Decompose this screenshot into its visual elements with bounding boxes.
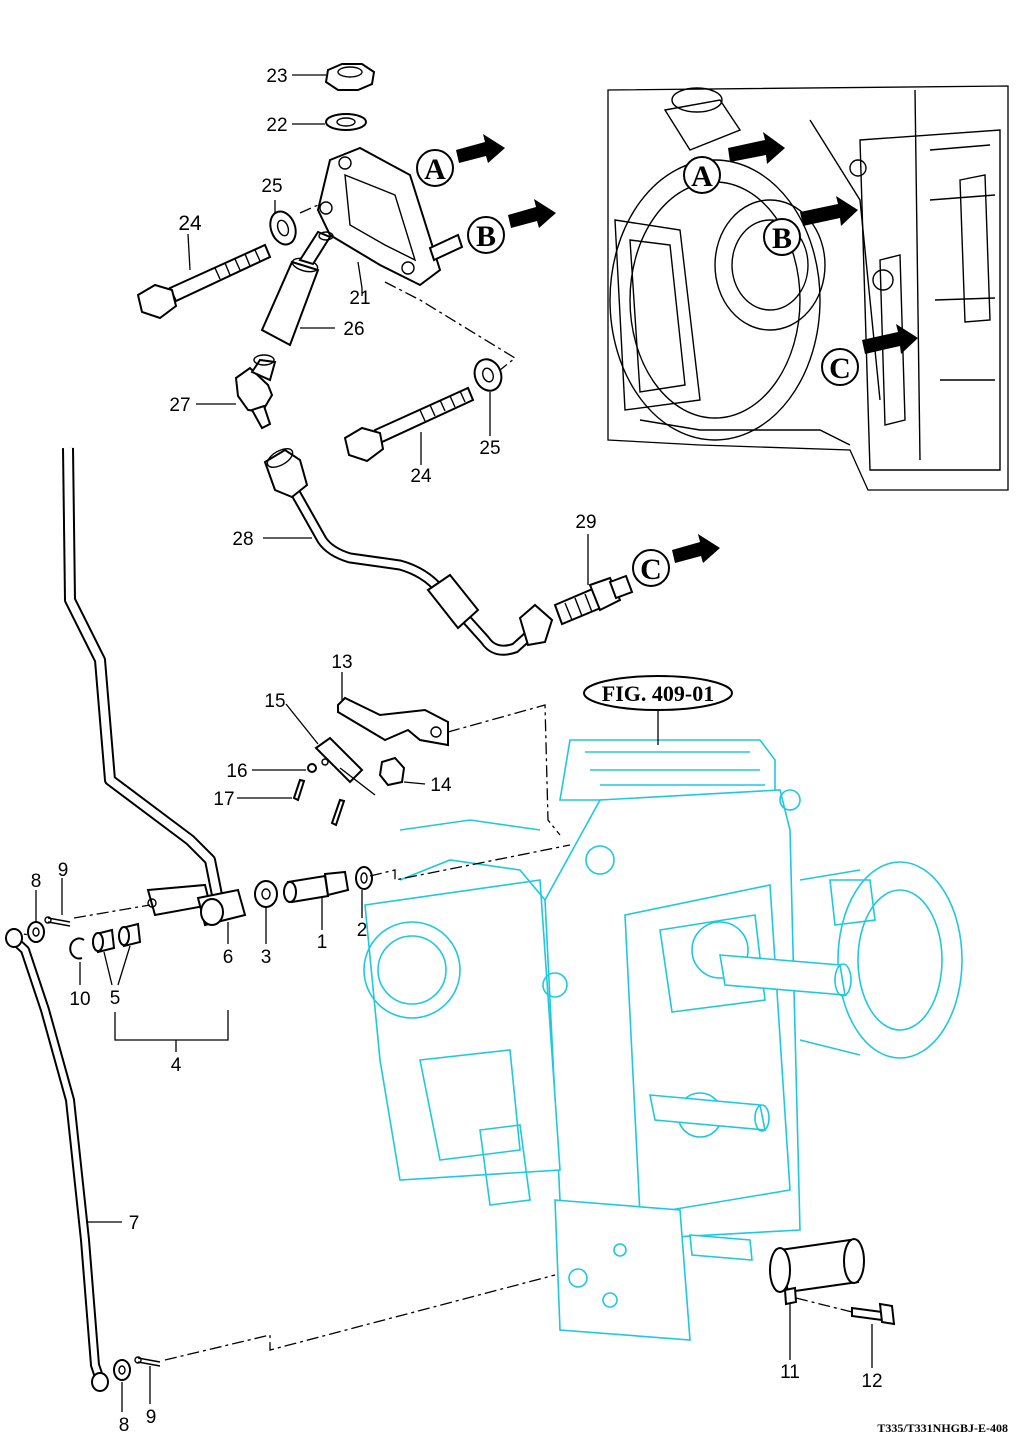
dash-sleeve-bolt <box>795 1297 853 1313</box>
arrow-a-inset <box>728 132 785 164</box>
part-11-sleeve <box>769 1238 865 1306</box>
svg-text:C: C <box>640 553 662 586</box>
label-26: 26 <box>343 319 364 340</box>
part-17-screws <box>292 778 346 827</box>
arrow-c-inset <box>862 324 918 354</box>
label-10: 10 <box>69 989 90 1010</box>
label-3: 3 <box>261 947 272 968</box>
part-10-clip <box>69 937 85 960</box>
part-1-shaft <box>283 870 350 904</box>
dash-plate-housing <box>447 704 561 836</box>
dash-bracket-bolt <box>384 281 517 371</box>
label-2: 2 <box>357 920 368 941</box>
part-6-lever <box>62 447 247 927</box>
part-number-labels: 23 22 25 24 21 26 27 24 25 28 29 13 15 1… <box>31 66 883 1436</box>
label-23: 23 <box>266 66 287 87</box>
label-27: 27 <box>169 395 190 416</box>
label-24-upper: 24 <box>178 212 202 235</box>
label-1: 1 <box>317 932 328 953</box>
label-25-upper: 25 <box>261 176 282 197</box>
callout-c-main: C <box>632 549 670 587</box>
dash-washer-bracket <box>299 204 319 214</box>
label-28: 28 <box>232 529 253 550</box>
label-21: 21 <box>349 288 370 309</box>
callout-a-inset: A <box>683 156 721 194</box>
engine-inset-view <box>607 85 1009 491</box>
callout-b-main: B <box>467 216 505 254</box>
label-29: 29 <box>575 512 596 533</box>
part-8-washer-lower <box>113 1359 131 1381</box>
svg-text:B: B <box>476 220 496 253</box>
transmission-housing-outline <box>363 739 963 1341</box>
label-16: 16 <box>226 761 247 782</box>
label-6: 6 <box>223 947 234 968</box>
part-24-bolt-lower <box>343 386 475 463</box>
part-25-washer-upper <box>269 210 297 246</box>
label-25-lower: 25 <box>479 438 500 459</box>
label-14: 14 <box>430 775 452 796</box>
part-26-valve <box>260 230 334 347</box>
part-12-bolt <box>851 1302 896 1326</box>
part-9-cotter-lower <box>134 1356 161 1367</box>
label-12: 12 <box>861 1371 882 1392</box>
label-7: 7 <box>129 1213 140 1234</box>
arrow-b-inset <box>800 196 858 226</box>
label-13: 13 <box>331 652 352 673</box>
figure-reference-text: FIG. 409-01 <box>602 681 714 706</box>
label-9-upper: 9 <box>58 860 69 881</box>
svg-text:C: C <box>829 352 851 385</box>
part-14-bolt <box>378 756 406 787</box>
label-17: 17 <box>213 789 234 810</box>
part-9-cotter-upper <box>44 916 71 927</box>
dash-rod-housing <box>164 1274 556 1361</box>
label-8-upper: 8 <box>31 871 42 892</box>
callout-a-main: A <box>416 149 454 187</box>
part-24-bolt-upper <box>136 243 272 320</box>
arrow-b-main <box>508 199 556 228</box>
part-13-plate <box>337 696 449 747</box>
part-27-elbow <box>234 354 277 430</box>
part-7-rod <box>5 928 109 1392</box>
dash-lever-upper <box>73 904 151 919</box>
label-11: 11 <box>780 1362 800 1383</box>
svg-text:A: A <box>424 153 446 186</box>
part-28-pipe <box>263 448 554 656</box>
leader-lines <box>35 74 873 1412</box>
part-23-nut <box>324 63 376 91</box>
callout-c-inset: C <box>821 348 859 386</box>
part-29-fitting <box>553 574 634 626</box>
drawing-code: T335/T331NHGBJ-E-408 <box>877 1421 1008 1435</box>
arrow-a-main <box>456 134 505 163</box>
part-15-switch <box>314 736 376 796</box>
svg-text:A: A <box>691 160 713 193</box>
arrow-c-main <box>672 534 720 563</box>
label-22: 22 <box>266 115 287 136</box>
part-16-pin <box>307 763 317 773</box>
part-21-bracket <box>316 146 464 287</box>
part-2-ring <box>355 866 373 890</box>
label-4: 4 <box>171 1055 182 1076</box>
figure-reference-badge: FIG. 409-01 <box>583 675 733 745</box>
label-24-lower: 24 <box>410 466 432 487</box>
part-25-washer-lower <box>473 358 503 392</box>
inset-arrows <box>728 132 918 354</box>
callout-b-inset: B <box>763 218 801 256</box>
label-8-lower: 8 <box>119 1415 130 1436</box>
dash-shaft-housing <box>369 844 571 881</box>
label-9-lower: 9 <box>146 1407 157 1428</box>
label-5: 5 <box>110 988 121 1009</box>
label-15: 15 <box>264 691 285 712</box>
part-22-washer <box>325 113 367 131</box>
part-3-washer <box>254 880 278 908</box>
part-8-washer-upper <box>27 921 45 943</box>
part-5-bushings <box>92 922 142 954</box>
svg-text:B: B <box>772 222 792 255</box>
